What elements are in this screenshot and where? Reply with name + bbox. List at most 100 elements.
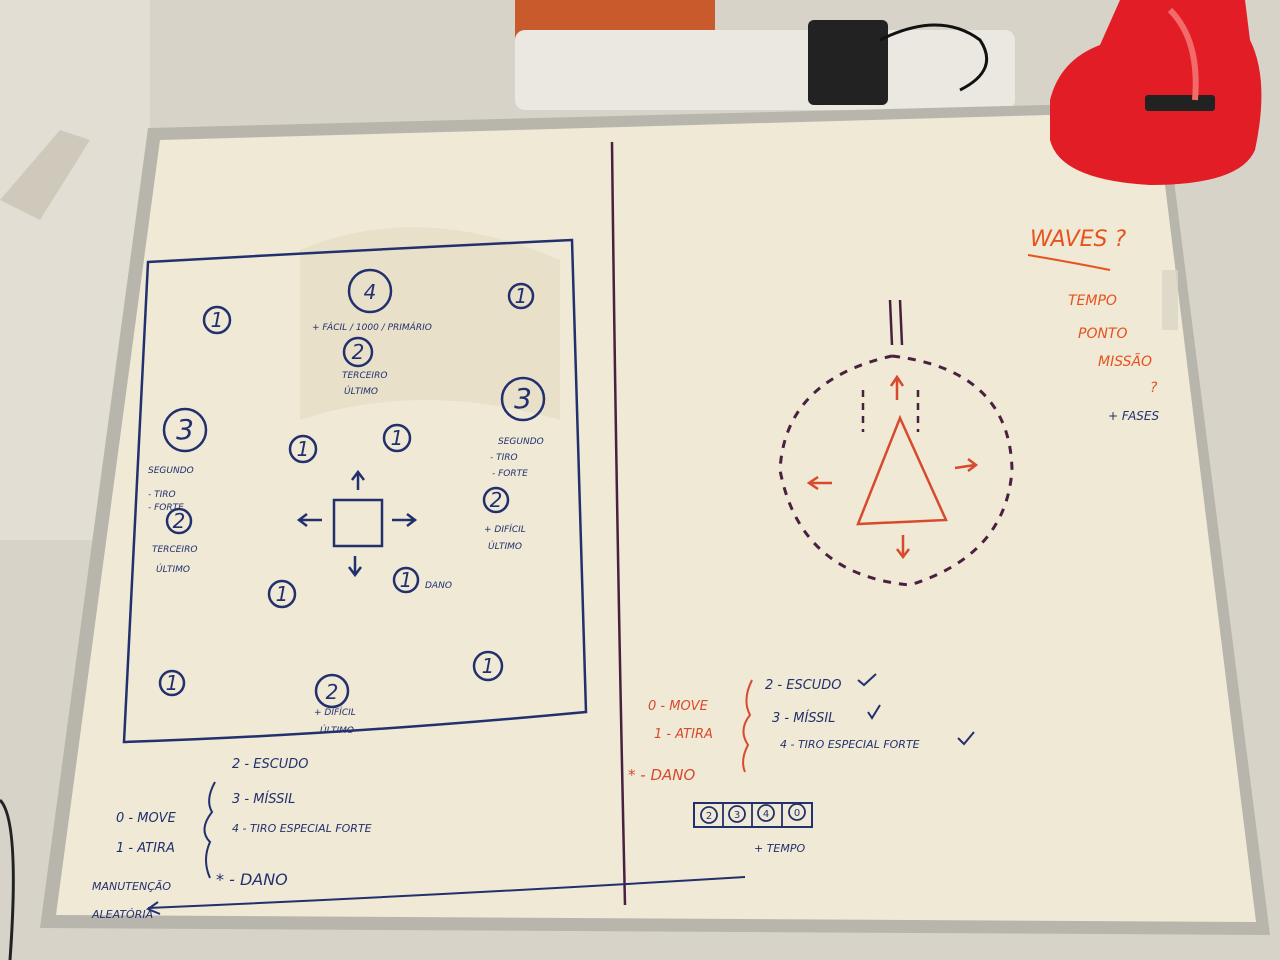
water-bottle <box>1050 0 1262 185</box>
num-2b: 2 <box>173 509 186 533</box>
note-missao: MISSÃO <box>1098 353 1152 370</box>
arrow-up <box>351 469 365 490</box>
legend-manutencao: MANUTENÇÃO <box>92 880 171 893</box>
r-legend-escudo: 2 - ESCUDO <box>765 678 842 693</box>
chair-leg <box>0 130 90 220</box>
board-shadow <box>300 227 560 420</box>
num-1f: 1 <box>400 568 413 592</box>
r-legend-atira: 1 - ATIRA <box>654 727 713 742</box>
label-top: + FÁCIL / 1000 / PRIMÁRIO <box>312 321 432 333</box>
lane-dashes <box>861 390 920 432</box>
ship-arrow-up <box>889 374 905 400</box>
legend-move: 0 - MOVE <box>116 811 177 826</box>
legend-brace-left <box>203 781 216 879</box>
arrow-right <box>392 513 418 527</box>
divider-line <box>610 141 627 906</box>
ship-arrow-down <box>896 535 910 560</box>
slot-label-2: 3 <box>734 810 740 821</box>
circle-1-far-left <box>158 669 186 697</box>
circle-1-bottom-left <box>267 579 297 609</box>
circle-2-left <box>165 507 193 535</box>
slot-4 <box>788 803 806 821</box>
num-3b: 3 <box>514 382 532 415</box>
label-right1: SEGUNDO <box>498 437 544 447</box>
num-2c: 2 <box>490 488 503 512</box>
legend-aleatoria: ALEATÓRIA <box>91 908 153 921</box>
bottom-arrow-head <box>145 901 161 915</box>
r-legend-dano: * - DANO <box>628 766 695 784</box>
slot-2 <box>728 805 746 823</box>
r-legend-move: 0 - MOVE <box>648 699 709 714</box>
num-1e: 1 <box>276 582 289 606</box>
num-2d: 2 <box>326 680 339 704</box>
circle-3-right <box>500 376 546 422</box>
label-bottom2: ÚLTIMO <box>320 724 354 736</box>
circle-2-right <box>482 486 510 514</box>
tape-mark <box>1162 270 1178 330</box>
bottle-highlight <box>1167 7 1199 101</box>
check-1 <box>857 673 877 687</box>
slot-bar <box>693 802 813 828</box>
slot-label-4: 0 <box>794 808 800 819</box>
ship-arrow-left <box>806 475 832 491</box>
label-bottom1: + DIFÍCIL <box>314 706 356 718</box>
ship-triangle <box>856 414 948 526</box>
num-1a: 1 <box>211 308 224 332</box>
map-rectangle <box>122 238 588 744</box>
circle-3-left <box>162 407 208 453</box>
num-1g: 1 <box>166 671 179 695</box>
waves-title: WAVES ? <box>1030 227 1127 252</box>
circle-1-topright <box>507 282 535 310</box>
bottle-label <box>1145 95 1215 111</box>
num-1h: 1 <box>482 654 495 678</box>
arrow-left <box>296 513 322 527</box>
label-right2: - TIRO <box>490 453 518 463</box>
label-right3: - FORTE <box>492 469 528 479</box>
cable <box>0 798 15 960</box>
circle-4-top <box>347 268 393 314</box>
label-left4: TERCEIRO <box>152 545 197 555</box>
num-2a: 2 <box>352 340 365 364</box>
label-left1: SEGUNDO <box>148 466 194 476</box>
slot-dividers <box>722 803 783 827</box>
label-right5: ÚLTIMO <box>488 540 522 552</box>
circle-1-bottom-center <box>392 566 420 594</box>
num-3a: 3 <box>176 413 194 446</box>
label-left3: - FORTE <box>148 503 184 513</box>
label-right4: + DIFÍCIL <box>484 523 526 535</box>
circle-1-far-right <box>472 650 504 682</box>
num-1b: 1 <box>515 284 528 308</box>
note-tempo: TEMPO <box>1068 293 1117 309</box>
slot-1 <box>700 806 718 824</box>
label-left5: ÚLTIMO <box>156 563 190 575</box>
circle-2-bottom <box>314 673 350 709</box>
check-2 <box>867 704 881 720</box>
label-left2: - TIRO <box>148 490 176 500</box>
legend-dano: * - DANO <box>216 870 288 889</box>
slot-label-1: 2 <box>706 811 712 822</box>
player-square <box>332 498 384 548</box>
bottom-arrow-line <box>147 876 746 909</box>
waves-underline <box>1027 254 1111 271</box>
legend-missil: 3 - MÍSSIL <box>232 791 295 807</box>
legend-tiro: 4 - TIRO ESPECIAL FORTE <box>232 822 372 835</box>
legend-escudo: 2 - ESCUDO <box>232 757 309 772</box>
note-ponto: PONTO <box>1078 326 1128 342</box>
num-4: 4 <box>364 280 377 304</box>
slot-3 <box>757 804 775 822</box>
r-legend-missil: 3 - MÍSSIL <box>772 710 835 726</box>
slot-tempo: + TEMPO <box>754 842 806 855</box>
ship-arrow-right <box>954 458 979 472</box>
num-1d: 1 <box>391 426 404 450</box>
arrow-down <box>348 556 362 578</box>
legend-atira: 1 - ATIRA <box>116 841 175 856</box>
check-3 <box>957 731 975 746</box>
num-1c: 1 <box>297 437 310 461</box>
note-fases: + FASES <box>1108 409 1159 423</box>
r-legend-tiro: 4 - TIRO ESPECIAL FORTE <box>780 738 920 751</box>
circle-1-center-left <box>288 434 318 464</box>
charger-cable <box>879 23 989 92</box>
device-box <box>515 30 1015 110</box>
label-top3: ÚLTIMO <box>344 385 378 397</box>
